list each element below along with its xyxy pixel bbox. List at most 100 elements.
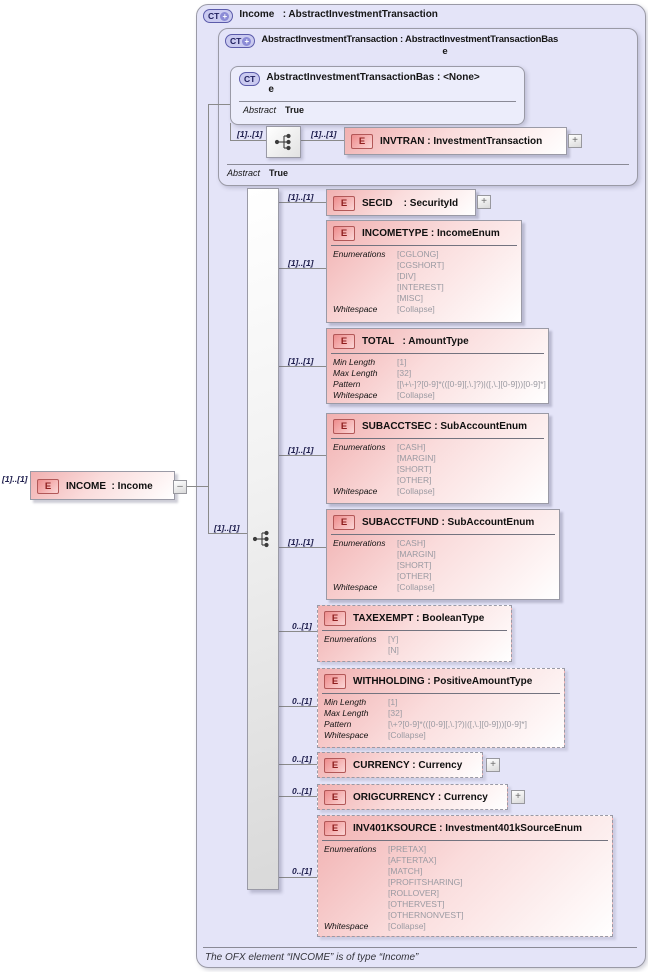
sequence-compositor-icon[interactable] <box>266 126 301 158</box>
connector-line <box>277 202 326 203</box>
complex-type-ait-base-header: CT AbstractInvestmentTransactionBas : <N… <box>239 72 480 96</box>
element-icon: E <box>333 514 355 530</box>
abstract-facet-row: Abstract True <box>243 105 305 115</box>
element-currency[interactable]: E CURRENCY : Currency <box>317 752 483 778</box>
connector-line <box>230 123 231 141</box>
cardinality-label: [1]..[1] <box>288 192 314 202</box>
element-invtran[interactable]: E INVTRAN : InvestmentTransaction <box>344 127 567 155</box>
facet-table: Min Length[1] Max Length[32] Pattern[[\+… <box>333 357 546 400</box>
facet-table: Enumerations[CGLONG][CGSHORT][DIV][INTER… <box>333 249 445 314</box>
element-icon: E <box>333 333 355 349</box>
complex-type-derived-icon: CT+ <box>225 34 256 48</box>
cardinality-label: [1]..[1] <box>311 129 337 139</box>
complex-type-ait-title-line2: e <box>442 46 448 57</box>
element-title: ORIGCURRENCY : Currency <box>353 791 488 803</box>
connector-line <box>277 547 326 548</box>
element-incometype[interactable]: E INCOMETYPE : IncomeEnum Enumerations[C… <box>326 220 522 323</box>
cardinality-label: 0..[1] <box>292 754 312 764</box>
element-title: CURRENCY : Currency <box>353 759 463 771</box>
connector-line <box>277 455 326 456</box>
element-title: INV401KSOURCE : Investment401kSourceEnum <box>353 822 582 834</box>
facet-divider <box>331 353 544 354</box>
element-withholding[interactable]: E WITHHOLDING : PositiveAmountType Min L… <box>317 668 565 748</box>
connector-line <box>277 366 326 367</box>
element-title: INCOME : Income <box>66 480 153 492</box>
connector-line <box>277 706 317 707</box>
element-icon: E <box>37 478 59 494</box>
connector-line <box>277 796 317 797</box>
connector-line <box>277 268 326 269</box>
complex-type-income-header: CT+ Income : AbstractInvestmentTransacti… <box>203 9 438 23</box>
element-secid[interactable]: E SECID : SecurityId <box>326 189 476 216</box>
connector-line <box>299 140 344 141</box>
element-icon: E <box>333 195 355 211</box>
facet-divider <box>331 534 555 535</box>
element-subacctfund[interactable]: E SUBACCTFUND : SubAccountEnum Enumerati… <box>326 509 560 600</box>
complex-type-income-title: Income : AbstractInvestmentTransaction <box>239 9 438 20</box>
expand-icon[interactable]: + <box>511 790 525 804</box>
element-income-root[interactable]: E INCOME : Income <box>30 471 175 500</box>
facet-divider <box>322 840 608 841</box>
cardinality-label: [1]..[1] <box>288 258 314 268</box>
facet-table: Enumerations[CASH][MARGIN][SHORT][OTHER]… <box>333 538 436 592</box>
element-subacctsec[interactable]: E SUBACCTSEC : SubAccountEnum Enumeratio… <box>326 413 549 504</box>
connector-line <box>277 877 317 878</box>
element-icon: E <box>333 418 355 434</box>
facet-table: Enumerations[PRETAX][AFTERTAX][MATCH][PR… <box>324 844 464 931</box>
facet-divider <box>331 438 544 439</box>
facet-table: Min Length[1] Max Length[32] Pattern[\+?… <box>324 697 527 740</box>
connector-line <box>277 631 317 632</box>
cardinality-label: 0..[1] <box>292 786 312 796</box>
connector-line <box>230 140 266 141</box>
annotation-note: The OFX element “INCOME” is of type “Inc… <box>205 952 419 963</box>
element-total[interactable]: E TOTAL : AmountType Min Length[1] Max L… <box>326 328 549 404</box>
cardinality-label: [1]..[1] <box>288 356 314 366</box>
connector-line <box>208 104 230 105</box>
element-title: TOTAL : AmountType <box>362 335 469 347</box>
element-title: WITHHOLDING : PositiveAmountType <box>353 675 533 687</box>
complex-type-icon: CT <box>239 72 261 86</box>
expand-icon[interactable]: + <box>568 134 582 148</box>
sequence-compositor-icon[interactable] <box>251 529 273 554</box>
complex-type-ait-base-title-line1: AbstractInvestmentTransactionBas : <None… <box>266 72 480 83</box>
element-title: SUBACCTFUND : SubAccountEnum <box>362 516 535 528</box>
element-origcurrency[interactable]: E ORIGCURRENCY : Currency <box>317 784 508 810</box>
abstract-divider <box>227 164 629 165</box>
element-inv401ksource[interactable]: E INV401KSOURCE : Investment401kSourceEn… <box>317 815 613 937</box>
element-icon: E <box>324 610 346 626</box>
element-title: INCOMETYPE : IncomeEnum <box>362 227 500 239</box>
expand-icon[interactable]: + <box>477 195 491 209</box>
facet-divider <box>331 245 517 246</box>
connector-line <box>208 104 209 534</box>
cardinality-label: 0..[1] <box>292 696 312 706</box>
cardinality-label: [1]..[1] <box>237 129 263 139</box>
cardinality-label: [1]..[1] <box>2 474 28 484</box>
complex-type-ait-title-line1: AbstractInvestmentTransaction : Abstract… <box>261 34 559 45</box>
connector-line <box>208 533 247 534</box>
facet-table: Enumerations[CASH][MARGIN][SHORT][OTHER]… <box>333 442 436 496</box>
abstract-divider <box>239 101 516 102</box>
complex-type-ait-header: CT+ AbstractInvestmentTransaction : Abst… <box>225 34 558 58</box>
collapse-icon[interactable]: – <box>173 480 187 494</box>
cardinality-label: 0..[1] <box>292 621 312 631</box>
connector-line <box>277 764 317 765</box>
element-title: TAXEXEMPT : BooleanType <box>353 612 485 624</box>
element-taxexempt[interactable]: E TAXEXEMPT : BooleanType Enumerations[Y… <box>317 605 512 662</box>
element-title: SECID : SecurityId <box>362 197 459 209</box>
expand-icon[interactable]: + <box>486 758 500 772</box>
abstract-facet-row: Abstract True <box>227 168 289 178</box>
element-icon: E <box>324 789 346 805</box>
cardinality-label: [1]..[1] <box>288 445 314 455</box>
complex-type-ait-base-box[interactable]: CT AbstractInvestmentTransactionBas : <N… <box>230 66 525 125</box>
facet-table: Enumerations[Y][N] <box>324 634 399 655</box>
cardinality-label: [1]..[1] <box>288 537 314 547</box>
element-icon: E <box>324 757 346 773</box>
cardinality-label: [1]..[1] <box>214 523 240 533</box>
complex-type-derived-icon: CT+ <box>203 9 234 23</box>
footer-divider <box>203 947 637 948</box>
element-title: SUBACCTSEC : SubAccountEnum <box>362 420 527 432</box>
element-icon: E <box>324 820 346 836</box>
complex-type-ait-base-title-line2: e <box>268 84 274 95</box>
element-icon: E <box>351 133 373 149</box>
